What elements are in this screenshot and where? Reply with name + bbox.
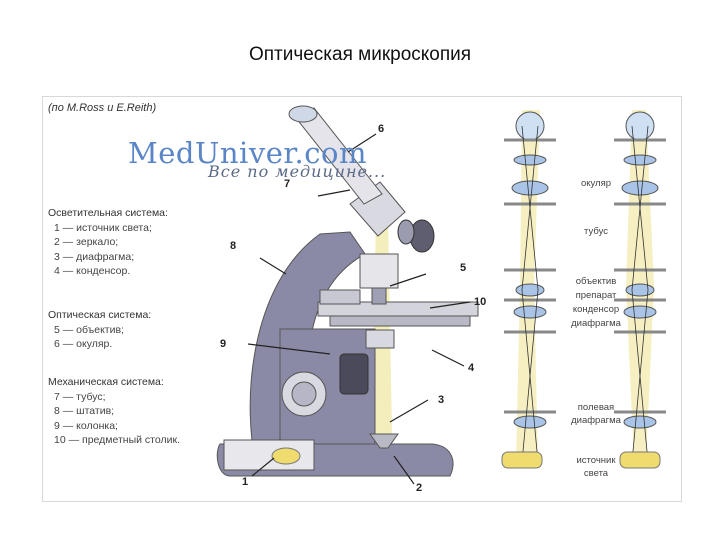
legend-item: 8 — штатив; xyxy=(54,405,115,417)
part-number: 10 xyxy=(474,296,487,308)
optical-path-diagram xyxy=(501,110,666,469)
watermark-tagline: Все по медицине... xyxy=(208,162,387,181)
legend-item: 7 — тубус; xyxy=(54,390,106,403)
label-specimen: препарат xyxy=(575,290,617,301)
legend-heading: Осветительная система: xyxy=(48,207,168,219)
part-number: 6 xyxy=(378,123,385,135)
label-diaphragm: диафрагма xyxy=(571,318,621,329)
part-number: 9 xyxy=(220,338,227,350)
legend-heading: Оптическая система: xyxy=(48,309,152,321)
slide-title: Оптическая микроскопия xyxy=(248,44,472,65)
part-number: 1 xyxy=(242,476,249,488)
legend-optical: Оптическая система: 5 — объектив; 6 — ок… xyxy=(48,308,151,352)
legend-item: 6 — окуляр. xyxy=(54,338,113,350)
part-number: 3 xyxy=(438,394,445,406)
label-light-source-line2: света xyxy=(583,468,609,479)
legend-item: 3 — диафрагма; xyxy=(54,250,135,263)
label-eyepiece: окуляр xyxy=(580,178,612,189)
label-condenser: конденсор xyxy=(572,304,620,315)
legend-item: 9 — колонка; xyxy=(54,419,118,432)
label-objective: объектив xyxy=(575,276,617,287)
legend-item: 5 — объектив; xyxy=(54,323,124,336)
legend-heading: Механическая система: xyxy=(48,376,164,388)
label-light-source-line1: источник xyxy=(576,455,616,466)
legend-item: 10 — предметный столик. xyxy=(54,434,180,446)
label-tube: тубус xyxy=(584,226,608,237)
part-number: 8 xyxy=(230,240,237,252)
legend-item: 1 — источник света; xyxy=(54,221,152,234)
microscope-illustration xyxy=(216,105,479,485)
watermark-logo: MedUniver.com xyxy=(128,136,367,170)
part-number: 2 xyxy=(416,482,423,494)
figure-credit: (по M.Ross и E.Reith) xyxy=(48,102,157,114)
legend-item: 4 — конденсор. xyxy=(54,265,131,277)
legend-mechanical: Механическая система: 7 — тубус; 8 — шта… xyxy=(48,375,180,448)
label-field-diaphragm-line1: полевая xyxy=(577,402,615,413)
part-number: 4 xyxy=(468,362,475,374)
legend-illumination: Осветительная система: 1 — источник свет… xyxy=(48,206,168,279)
part-number: 5 xyxy=(460,262,467,274)
legend-item: 2 — зеркало; xyxy=(54,236,119,248)
label-field-diaphragm-line2: диафрагма xyxy=(571,415,621,426)
part-number: 7 xyxy=(284,178,291,190)
